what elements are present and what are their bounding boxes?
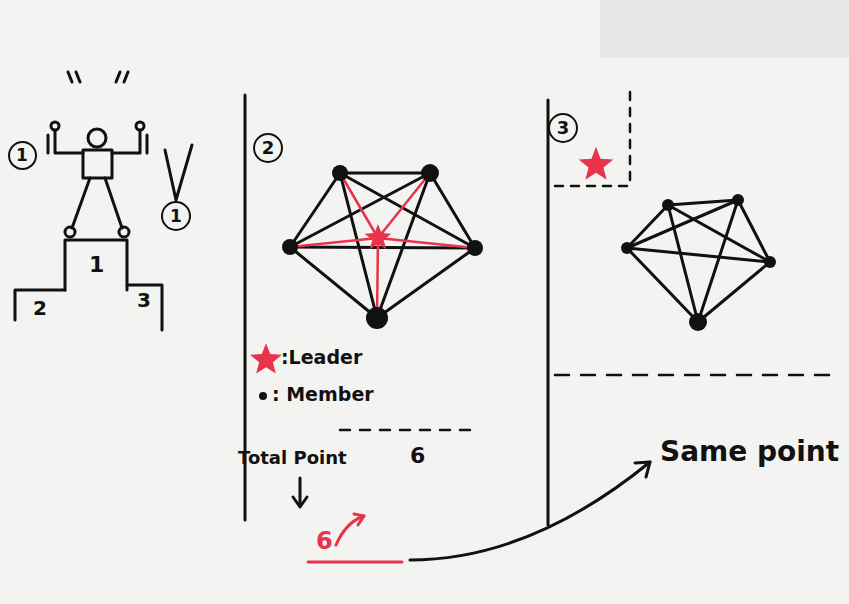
circled-number: 2 <box>253 133 283 163</box>
legend-text: : Member <box>272 384 374 405</box>
podium-place: 1 <box>89 253 104 277</box>
team-graph-no-leader <box>627 200 770 322</box>
circled-number: 1 <box>8 141 37 170</box>
winner-figure <box>15 72 192 330</box>
legend-star <box>250 343 282 373</box>
number-text: 1 <box>16 147 28 164</box>
member-dots <box>282 164 483 329</box>
paper-shadow <box>600 0 849 58</box>
number-text: 1 <box>170 208 182 225</box>
removed-leader-star <box>579 147 614 180</box>
number-text: 3 <box>557 119 570 137</box>
podium-place: 2 <box>33 297 47 319</box>
point-value: 6 <box>410 444 425 468</box>
team-graph <box>290 173 475 318</box>
number-text: 2 <box>262 139 275 157</box>
circled-number: 3 <box>548 113 578 143</box>
legend-dot <box>259 392 267 400</box>
total-point-label: Total Point <box>238 448 347 468</box>
leader-star <box>365 224 392 249</box>
member-dots-3 <box>621 194 776 331</box>
legend-text: :Leader <box>281 347 362 368</box>
point-value: 6 <box>316 528 333 554</box>
leader-links <box>290 173 475 318</box>
arrows <box>293 462 650 560</box>
increase-mark <box>308 514 402 562</box>
circled-number: 1 <box>161 201 191 231</box>
note-text: Same point <box>660 437 839 468</box>
podium-place: 3 <box>137 289 151 311</box>
